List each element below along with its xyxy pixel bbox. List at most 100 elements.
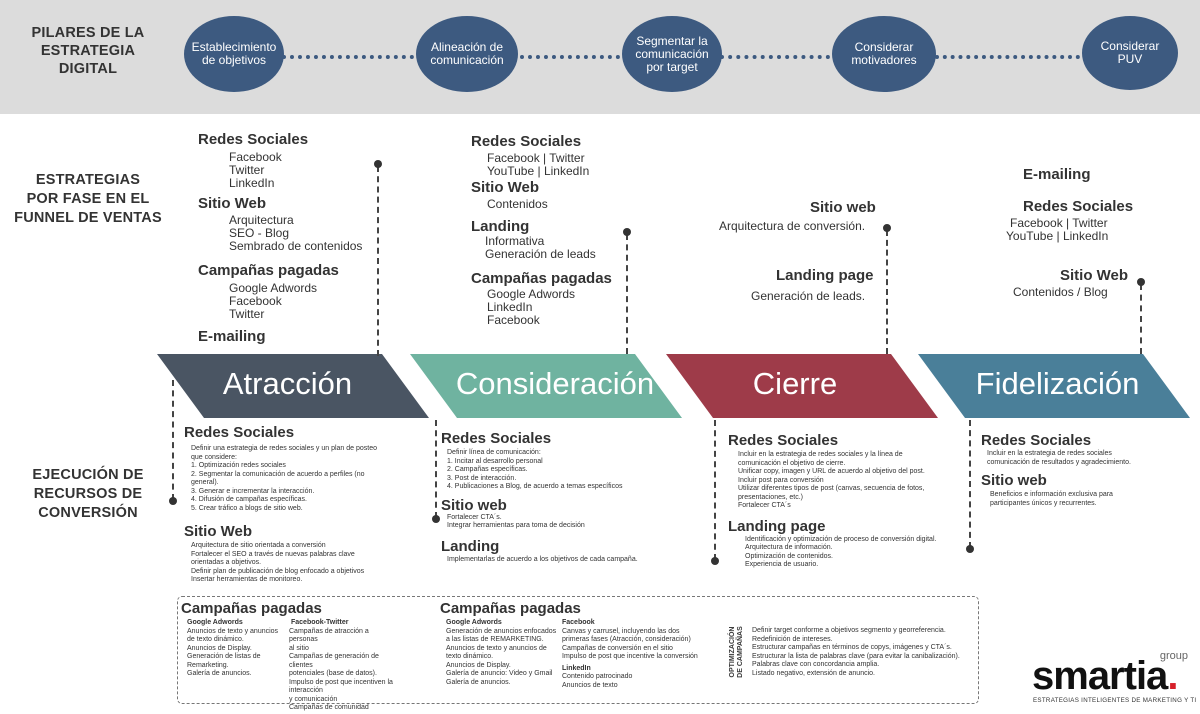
text-line: Contenido patrocinado [562, 673, 633, 680]
text-line: Identificación y optimización de proceso… [745, 535, 937, 543]
text-line: smartia [1032, 654, 1168, 698]
optimization-list: Definir target conforme a objetivos segm… [752, 627, 977, 678]
text-line: Fortalecer el SEO a través de nuevas pal… [191, 550, 355, 558]
text-line: Facebook-Twitter [291, 619, 349, 626]
text-line: Campañas de conversión en el sitio [562, 644, 673, 652]
text-line: Redefinición de intereses. [752, 635, 833, 643]
logo-sup: group [1159, 650, 1188, 662]
connector-dot [432, 515, 440, 523]
list-item: LinkedIn [229, 176, 275, 190]
list-item: Facebook [229, 150, 282, 164]
text-line: 3. Generar e incrementar la interacción. [191, 487, 315, 495]
text-line: Incluir post para conversión [738, 476, 824, 484]
strategy-list: Facebook | Twitter YouTube | LinkedIn [1006, 217, 1126, 243]
text-line: ESTRATEGIAS [35, 172, 141, 188]
text-line: FUNNEL DE VENTAS [14, 210, 162, 226]
paid-facebook-right: Facebook Canvas y carrusel, incluyendo l… [562, 619, 712, 690]
paid-fbtw-left: Facebook-Twitter Campañas de atracción a… [289, 619, 399, 713]
text-line: RECURSOS DE [33, 486, 143, 502]
connector-cierre-bottom [714, 420, 716, 560]
connector-dot [623, 228, 631, 236]
execution-fidelizacion: Redes Sociales Incluir en la estrategia … [981, 432, 1181, 508]
text-line: potenciales (base de datos). [289, 670, 377, 677]
list-item: YouTube | LinkedIn [1006, 229, 1109, 243]
text-line: Anuncios de Display. [446, 661, 511, 669]
connector-dot [711, 557, 719, 565]
strategy-heading: Sitio Web [1060, 267, 1129, 284]
strategy-heading: Redes Sociales [198, 131, 309, 148]
text-line: comunicación [430, 53, 504, 67]
execution-heading: Sitio Web [184, 523, 253, 540]
text-line: Campañas de atracción a personas [289, 627, 369, 644]
paid-google-right: Google Adwords Generación de anuncios en… [446, 619, 558, 687]
paid-campaigns-box [177, 596, 979, 704]
text-line: Estructurar la lista de palabras clave (… [752, 652, 960, 660]
pillars-label: PILARES DE LA ESTRATEGIA DIGITAL [10, 24, 166, 78]
connector-cierre-top [886, 230, 888, 354]
text-line: 3. Post de interacción. [447, 474, 517, 482]
text-line: Galería de anuncios. [187, 670, 252, 677]
pillars-label-line2: ESTRATEGIA DIGITAL [40, 43, 136, 77]
phase-shape-cierre [666, 354, 938, 418]
pillar-connector [720, 55, 830, 59]
list-item: Contenidos [487, 197, 548, 211]
text-line: Considerar [854, 40, 914, 54]
smartia-logo: group smartia. ESTRATEGIAS INTELIGENTES … [1032, 650, 1200, 714]
execution-heading: Redes Sociales [981, 432, 1092, 449]
list-item: Google Adwords [229, 281, 318, 295]
connector-dot [966, 545, 974, 553]
strategy-heading: Landing page [776, 267, 874, 284]
phase-shape-atraccion [157, 354, 429, 418]
strategy-heading: E-mailing [1023, 166, 1091, 183]
logo-tagline: ESTRATEGIAS INTELIGENTES DE MARKETING Y … [1033, 697, 1197, 704]
strategy-atraccion: Redes Sociales Facebook Twitter LinkedIn… [198, 131, 378, 345]
list-item: YouTube | LinkedIn [487, 164, 590, 178]
text-line: de texto dinámico. [187, 636, 244, 643]
connector-dot [883, 224, 891, 232]
text-line: orientadas a objetivos. [191, 559, 262, 566]
list-item: Generación de leads [485, 247, 596, 261]
text-line: Arquitectura de sitio orientada a conver… [191, 542, 326, 549]
strategy-heading: Campañas pagadas [471, 270, 612, 287]
text-line: Insertar herramientas de monitoreo. [191, 576, 303, 583]
strategy-heading: Redes Sociales [471, 133, 582, 150]
text-line: Fortalecer CTA´s [738, 502, 791, 509]
list-item: Twitter [229, 307, 265, 321]
text-line: Definir una estrategia de redes sociales… [191, 445, 378, 452]
strategy-heading: Landing [471, 218, 530, 235]
text-line: Definir target conforme a objetivos segm… [752, 627, 946, 634]
execution-heading: Redes Sociales [184, 424, 295, 441]
pillars-label-line1: PILARES DE LA [31, 25, 145, 41]
text-line: Generación de listas de [187, 653, 261, 660]
text-line: Definir línea de comunicación: [447, 449, 541, 456]
text-line: Alineación de [430, 40, 504, 54]
list-item: Facebook | Twitter [1010, 216, 1108, 230]
execution-heading: Landing page [728, 517, 826, 535]
text-line: Remarketing. [187, 661, 229, 669]
text-line: que considere: [191, 453, 237, 461]
text-line: 1. Optimización redes sociales [191, 462, 286, 469]
pillar-connector [935, 55, 1080, 59]
text-line: Impulso de post que incentive la convers… [562, 653, 698, 660]
phase-cierre: Cierre [752, 366, 838, 401]
text-line: EJECUCIÓN DE [32, 467, 144, 483]
execution-heading: Redes Sociales [441, 430, 552, 447]
text-line: Arquitectura de información. [745, 544, 833, 551]
list-item: Facebook [487, 313, 540, 327]
text-line: Establecimiento [191, 40, 277, 54]
text-line: POR FASE EN EL [26, 191, 150, 207]
connector-consideracion-top [626, 234, 628, 354]
text-line: presentaciones, etc.) [738, 493, 803, 501]
text-line: por target [646, 59, 698, 74]
text-line: Campañas de comunidad [289, 704, 369, 711]
text-line: OPTIMIZACIÓN [729, 626, 736, 678]
connector-dot [169, 497, 177, 505]
list-item: Twitter [229, 163, 265, 177]
text-line: Anuncios de texto [562, 681, 618, 689]
text-line: Impulso de post que incentiven la [289, 678, 393, 686]
execution-heading: Landing [441, 537, 500, 555]
execution-heading: Sitio web [981, 472, 1047, 489]
phase-atraccion: Atracción [222, 366, 353, 401]
text-line: clientes [289, 661, 313, 669]
